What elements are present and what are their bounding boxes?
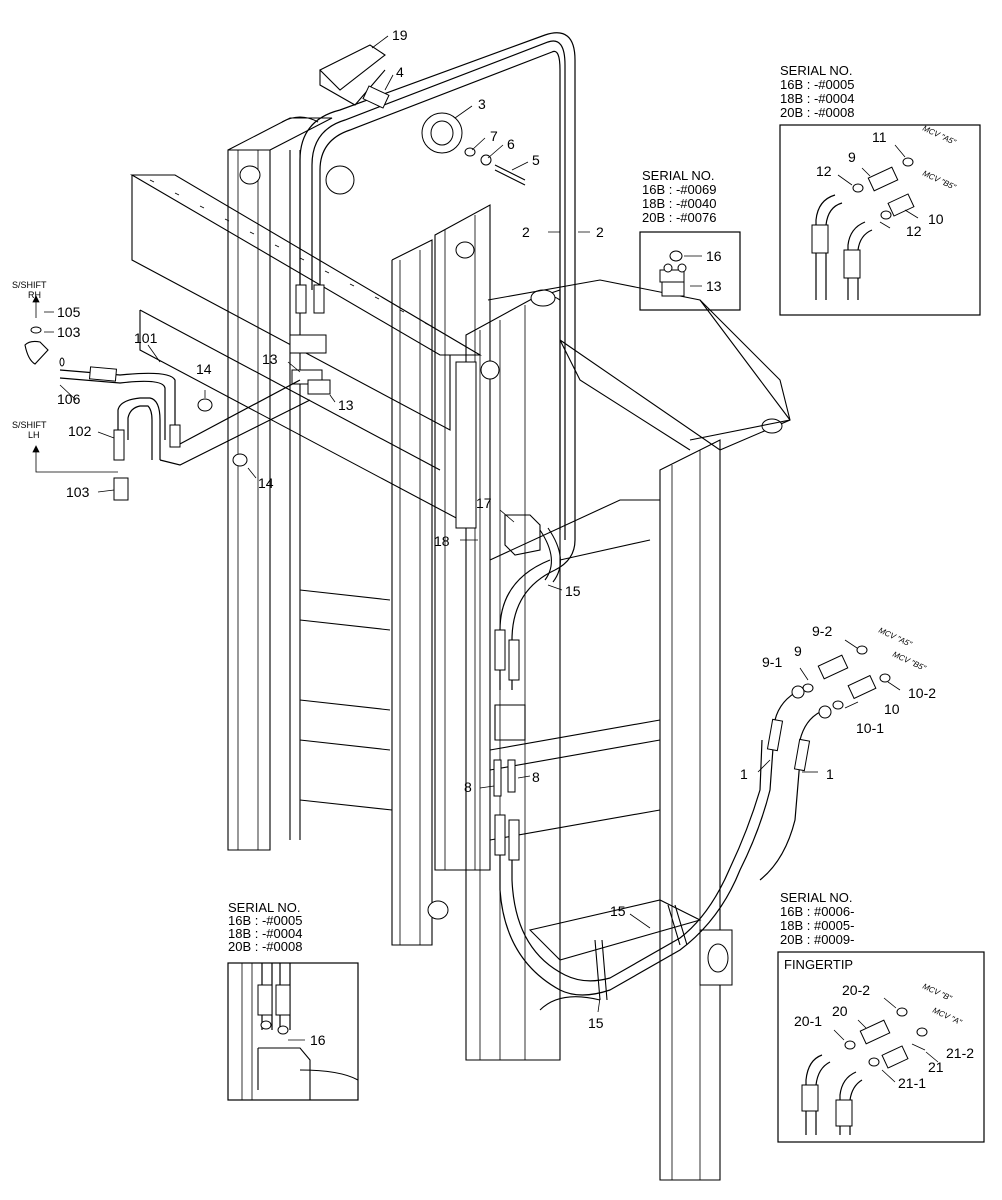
inset-br-callout-21-1: 21-1: [898, 1075, 926, 1091]
callout-15-upper: 15: [565, 583, 581, 599]
inset-tr-mcv-a: MCV "A5": [921, 124, 958, 148]
inset-tr-callout-10: 10: [928, 211, 944, 227]
callout-1-left: 1: [740, 766, 748, 782]
inset-br-title: FINGERTIP: [784, 957, 853, 972]
main-mcv-fittings: [791, 639, 901, 719]
callout-10-1: 10-1: [856, 720, 884, 736]
inset-br-callout-21: 21: [928, 1059, 944, 1075]
callout-10-2: 10-2: [908, 685, 936, 701]
callout-17: 17: [476, 495, 492, 511]
inset-mid-header-3: 18B : -#0040: [642, 196, 716, 211]
callout-13-left: 13: [262, 351, 278, 367]
inset-br-mcv-b: MCV "B": [921, 982, 954, 1004]
callout-5: 5: [532, 152, 540, 168]
inset-br-callout-21-2: 21-2: [946, 1045, 974, 1061]
inset-bottom-right: SERIAL NO. 16B : #0006- 18B : #0005- 20B…: [777, 890, 985, 1143]
inset-tr-callout-11: 11: [872, 129, 887, 145]
sshift-rh-label-1: S/SHIFT: [12, 280, 47, 290]
inset-bl-callout-16: 16: [310, 1032, 326, 1048]
inset-middle: SERIAL NO. 16B : -#0069 18B : -#0040 20B…: [639, 168, 741, 311]
inset-bl-header-2: 16B : -#0005: [228, 913, 302, 928]
callout-103-top: 103: [57, 324, 81, 340]
callout-106: 106: [57, 391, 81, 407]
callout-15-lower: 15: [588, 1015, 604, 1031]
callout-14-bottom: 14: [258, 475, 274, 491]
main-mcv-b-label: MCV "B5": [891, 650, 928, 674]
inset-mid-header-1: SERIAL NO.: [642, 168, 714, 183]
main-mcv-a-label: MCV "A5": [877, 626, 914, 650]
inset-tr-frame: [779, 124, 981, 316]
inset-br-header-2: 16B : #0006-: [780, 904, 854, 919]
inset-tr-callout-12-lower: 12: [906, 223, 922, 239]
callout-4: 4: [396, 64, 404, 80]
inset-top-right: SERIAL NO. 16B : -#0005 18B : -#0004 20B…: [779, 63, 981, 316]
inset-bl-frame: [227, 962, 359, 1101]
inset-br-mcv-a: MCV "A": [931, 1006, 964, 1028]
inset-mid-header-4: 20B : -#0076: [642, 210, 716, 225]
callout-9-main: 9: [794, 643, 802, 659]
callout-15-lower-right: 15: [610, 903, 626, 919]
callout-3: 3: [478, 96, 486, 112]
callout-103-bottom: 103: [66, 484, 90, 500]
callout-8-left: 8: [464, 779, 472, 795]
callout-101: 101: [134, 330, 158, 346]
callout-9-1: 9-1: [762, 654, 782, 670]
inset-tr-header-1: SERIAL NO.: [780, 63, 852, 78]
inset-bl-header-3: 18B : -#0004: [228, 926, 302, 941]
inset-tr-mcv-b: MCV "B5": [921, 169, 958, 193]
inset-br-callout-20-1: 20-1: [794, 1013, 822, 1029]
mast-structure: [129, 116, 791, 1181]
callout-10-main: 10: [884, 701, 900, 717]
inset-br-header-3: 18B : #0005-: [780, 918, 854, 933]
sshift-rh-label-2: RH: [28, 290, 41, 300]
inset-br-frame: [777, 951, 985, 1143]
inset-mid-header-2: 16B : -#0069: [642, 182, 716, 197]
leader-lines: [44, 35, 818, 1013]
callout-6: 6: [507, 136, 515, 152]
callout-105: 105: [57, 304, 81, 320]
callout-8-right: 8: [532, 769, 540, 785]
inset-br-callout-20-2: 20-2: [842, 982, 870, 998]
sshift-lh-label-2: LH: [28, 430, 40, 440]
inset-mid-callout-16: 16: [706, 248, 722, 264]
callout-102: 102: [68, 423, 92, 439]
inset-br-header-1: SERIAL NO.: [780, 890, 852, 905]
inset-tr-header-2: 16B : -#0005: [780, 77, 854, 92]
callout-2-right: 2: [596, 224, 604, 240]
callout-labels: 19 4 3 7 6 5 2 2 S/SHIFT RH 105 103 101 …: [12, 27, 936, 1031]
side-shift-hoses: [24, 295, 311, 501]
inset-tr-header-3: 18B : -#0004: [780, 91, 854, 106]
inset-bottom-left: SERIAL NO. 16B : -#0005 18B : -#0004 20B…: [227, 900, 359, 1101]
callout-9-2: 9-2: [812, 623, 832, 639]
callout-7: 7: [490, 128, 498, 144]
inset-bl-header-4: 20B : -#0008: [228, 939, 302, 954]
callout-14-top: 14: [196, 361, 212, 377]
callout-2-left: 2: [522, 224, 530, 240]
inset-mid-frame: [639, 231, 741, 311]
callout-13-right: 13: [338, 397, 354, 413]
inset-mid-callout-13: 13: [706, 278, 722, 294]
callout-1-right: 1: [826, 766, 834, 782]
inset-br-header-4: 20B : #0009-: [780, 932, 854, 947]
inset-tr-callout-9: 9: [848, 149, 856, 165]
sheave-hardware: [319, 44, 526, 195]
inset-br-callout-20: 20: [832, 1003, 848, 1019]
callout-19: 19: [392, 27, 408, 43]
hose-assembly: [289, 32, 821, 1001]
sshift-lh-label-1: S/SHIFT: [12, 420, 47, 430]
inset-tr-callout-12-upper: 12: [816, 163, 832, 179]
inset-bl-header-1: SERIAL NO.: [228, 900, 300, 915]
callout-18: 18: [434, 533, 450, 549]
inset-tr-header-4: 20B : -#0008: [780, 105, 854, 120]
